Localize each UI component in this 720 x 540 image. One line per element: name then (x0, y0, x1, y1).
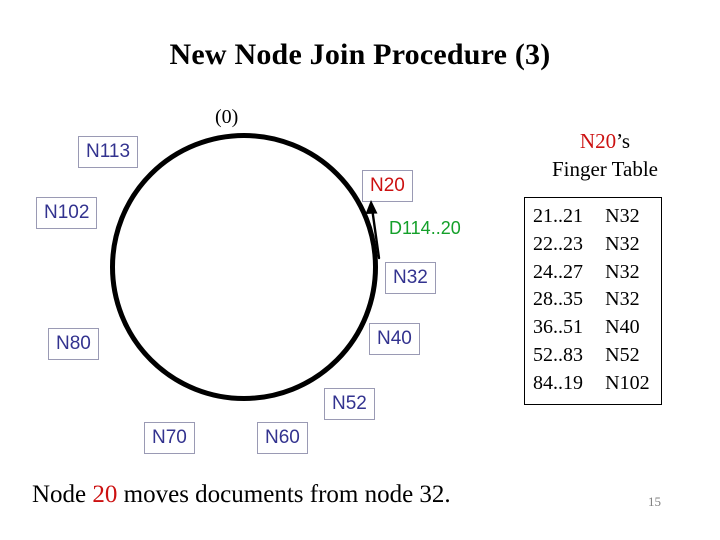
finger-table-body: 21..21 N32 22..23 N32 24..27 N32 28..35 … (525, 203, 661, 398)
node-box-n70[interactable]: N70 (144, 422, 195, 454)
caption-part-after: moves documents from node 32. (117, 481, 451, 508)
finger-table-heading: N20’s Finger Table (510, 127, 700, 184)
ring-zero-marker-label: (0) (215, 106, 239, 128)
finger-table-grid: 21..21 N32 22..23 N32 24..27 N32 28..35 … (525, 203, 661, 398)
finger-range-cell: 84..19 (533, 371, 583, 394)
node-box-n102[interactable]: N102 (36, 197, 98, 229)
finger-range-cell: 28..35 (533, 288, 583, 311)
table-row: 84..19 N102 (525, 370, 661, 398)
finger-target-cell: N32 (605, 205, 640, 227)
caption-highlight-node: 20 (92, 481, 118, 508)
slide-caption: Node 20 moves documents from node 32. (32, 481, 451, 509)
finger-target-cell: N40 (605, 316, 640, 339)
finger-range-cell: 52..83 (533, 343, 583, 366)
document-range-label: D114..20 (389, 218, 461, 238)
table-row: 24..27 N32 (525, 259, 661, 287)
finger-table-owner: N20 (579, 129, 617, 153)
page-number: 15 (648, 494, 661, 509)
finger-table-title: Finger Table (551, 157, 659, 182)
node-box-n52[interactable]: N52 (324, 388, 375, 420)
node-box-n80[interactable]: N80 (48, 328, 99, 360)
node-box-n20[interactable]: N20 (362, 170, 413, 202)
finger-range-cell: 21..21 (533, 205, 583, 227)
caption-part-before: Node (32, 481, 93, 508)
table-row: 36..51 N40 (525, 314, 661, 342)
finger-target-cell: N32 (605, 232, 640, 255)
finger-range-cell: 24..27 (533, 260, 583, 283)
table-row: 21..21 N32 (525, 203, 661, 231)
finger-table-owner-suffix: ’s (616, 129, 631, 153)
table-row: 28..35 N32 (525, 286, 661, 314)
finger-range-cell: 22..23 (533, 232, 583, 255)
table-row: 52..83 N52 (525, 342, 661, 370)
finger-target-cell: N32 (605, 288, 640, 311)
table-row: 22..23 N32 (525, 231, 661, 259)
node-box-n32[interactable]: N32 (385, 262, 436, 294)
node-box-n60[interactable]: N60 (257, 422, 308, 454)
node-box-n40[interactable]: N40 (369, 323, 420, 355)
page-title: New Node Join Procedure (3) (169, 38, 551, 71)
finger-table: 21..21 N32 22..23 N32 24..27 N32 28..35 … (524, 197, 662, 405)
finger-target-cell: N52 (605, 343, 640, 366)
finger-range-cell: 36..51 (533, 316, 583, 339)
up-arrow-icon (365, 200, 381, 260)
finger-target-cell: N102 (605, 371, 650, 394)
finger-target-cell: N32 (605, 260, 640, 283)
node-box-n113[interactable]: N113 (78, 136, 139, 168)
chord-ring (110, 133, 378, 401)
